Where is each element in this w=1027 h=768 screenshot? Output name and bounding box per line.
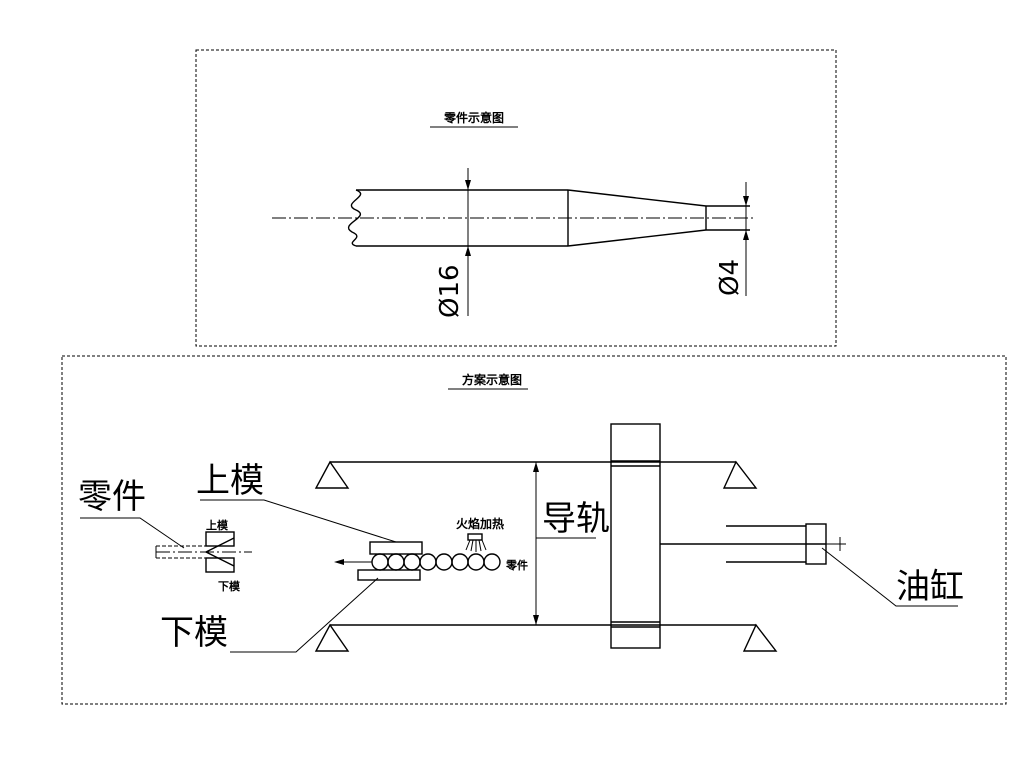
scheme-section-frame [61,355,1007,705]
part-section-frame [195,49,837,347]
label-part-small: 零件 [505,558,528,572]
flame-torch-icon [465,533,487,552]
upper-die [369,541,423,555]
rail-gap-dimension [533,462,539,625]
dimension-d4 [743,182,749,296]
hydraulic-cylinder [660,523,846,565]
label-lower-die: 下模 [160,613,228,653]
label-guide-rail: 导轨 [542,499,610,539]
upper-guide-rail [314,460,758,489]
dimension-d16 [465,168,471,316]
sliding-carriage [610,423,661,649]
lower-guide-rail [314,623,778,652]
part-section-title: 零件示意图 [443,110,504,125]
die-inset-sketch [155,531,252,573]
lower-die [357,569,421,581]
leader-lines [80,499,958,653]
scheme-section-title: 方案示意图 [462,372,522,387]
dimension-d4-label: Ø4 [715,259,745,296]
part-roller-chain [371,553,501,571]
label-upper-die: 上模 [196,461,264,501]
label-upper-die-small: 上模 [206,518,229,532]
label-cylinder: 油缸 [896,567,964,607]
label-lower-die-small: 下模 [218,579,241,593]
feed-arrow [334,559,372,565]
label-part: 零件 [78,477,146,517]
dimension-d16-label: Ø16 [435,264,465,318]
label-flame-heating: 火焰加热 [456,516,504,531]
